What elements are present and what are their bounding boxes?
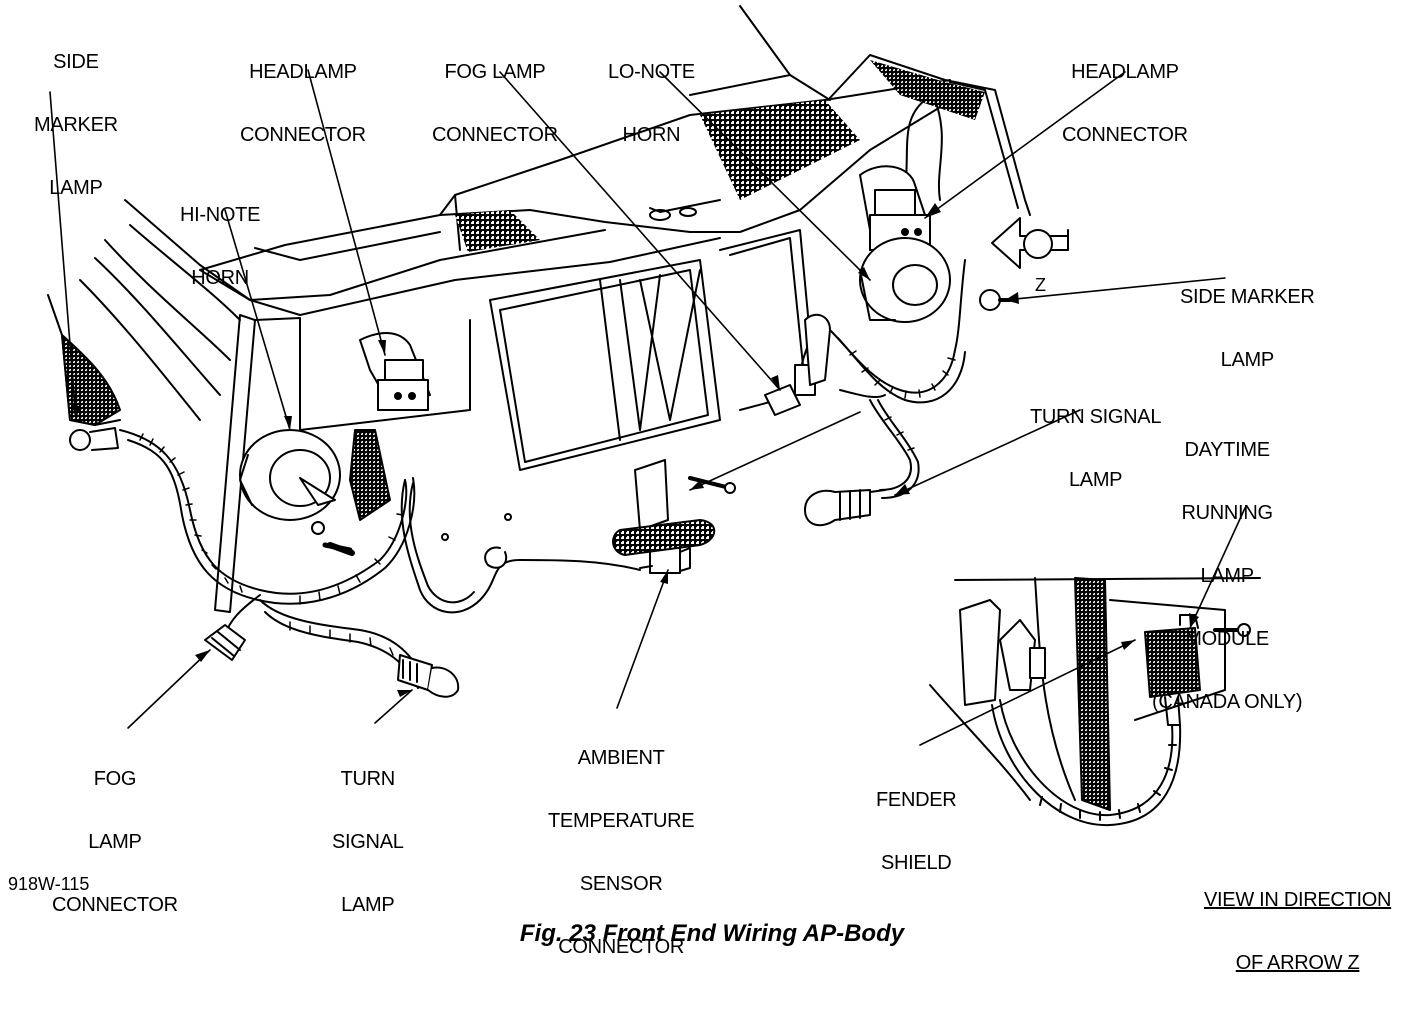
left-marker-lamp-body [62,335,120,425]
label-ambient-temp-sensor: AMBIENT TEMPERATURE SENSOR CONNECTOR [548,706,695,1000]
mount-hole-1 [442,534,448,540]
wiring-diagram: SIDE MARKER LAMP HEADLAMP CONNECTOR FOG … [0,0,1424,974]
label-line: LAMP [1220,349,1275,371]
mount-hole-2 [505,514,511,520]
left-marker-lamp-bulb [70,428,118,450]
label-line: DAYTIME [1184,439,1270,461]
right-turn-signal-lamp [805,490,885,525]
label-line: TURN [340,768,396,790]
label-line: LO-NOTE [608,61,695,83]
fog-lamp-connector-bottom [205,625,245,660]
label-line: TEMPERATURE [548,810,695,832]
hood-shading [455,210,540,252]
label-headlamp-connector-right: HEADLAMP CONNECTOR [1062,20,1188,188]
label-side-marker-lamp-right: SIDE MARKER LAMP [1180,245,1315,413]
leader-arrowheads [72,203,1199,697]
diagram-drawing [0,0,1424,956]
label-line: HEADLAMP [1071,61,1179,83]
label-line: CONNECTOR [558,936,685,958]
arrow-z [992,218,1068,268]
label-line: OF ARROW Z [1235,952,1360,974]
label-line: SIGNAL [332,831,404,853]
label-line: (CANADA ONLY) [1152,691,1303,713]
label-line: SIDE [53,51,99,73]
label-line: MARKER [34,114,118,136]
hood-latch-2 [680,208,696,216]
label-line: SHIELD [880,852,952,874]
label-line: CONNECTOR [240,124,366,146]
label-line: MODULE [1185,628,1269,650]
label-line: LAMP [1068,469,1123,491]
left-turn-signal-lamp [398,655,458,697]
label-turn-signal-lamp-bottom: TURN SIGNAL LAMP [332,727,404,958]
figure-code: 918W-115 [8,874,90,894]
label-line: TURN SIGNAL [1030,406,1162,428]
label-line: HORN [622,124,681,146]
label-headlamp-connector-left: HEADLAMP CONNECTOR [240,20,366,188]
label-line: CONNECTOR [432,124,558,146]
label-line: LAMP [341,894,395,916]
label-drl-module: DAYTIME RUNNING LAMP MODULE (CANADA ONLY… [1152,398,1303,755]
label-line: LAMP [49,177,103,199]
harness-clip [485,547,506,567]
right-marker-lamp-bulb [980,290,1000,310]
harness-wrap-texture [140,351,955,655]
inset-view [930,578,1260,825]
label-line: RUNNING [1181,502,1273,524]
wiring-harness [120,260,965,688]
label-line: HI-NOTE [180,204,261,226]
label-line: FOG [93,768,137,790]
label-lo-note-horn: LO-NOTE HORN [608,20,695,188]
left-headlamp-connector [360,333,430,410]
label-line: VIEW IN DIRECTION [1204,889,1392,911]
leader-lines [50,70,1245,745]
hood-latch [650,210,670,220]
label-hi-note-horn: HI-NOTE HORN [180,163,260,331]
label-line: FENDER [876,789,957,811]
hood-shading-2 [700,100,860,200]
label-line: FOG LAMP [444,61,546,83]
label-fog-lamp-connector-top: FOG LAMP CONNECTOR [432,20,558,188]
label-side-marker-lamp-left: SIDE MARKER LAMP [34,10,118,241]
label-line: CONNECTOR [1062,124,1188,146]
radiator-support [215,200,815,612]
bolt [330,545,352,553]
label-line: Z [1035,275,1046,295]
fender-shading [870,60,985,120]
figure-caption: Fig. 23 Front End Wiring AP-Body [519,920,905,947]
label-line: CONNECTOR [52,894,178,916]
label-line: HEADLAMP [249,61,357,83]
label-line: LAMP [1200,565,1254,587]
center-bracket [613,460,735,555]
right-headlamp-assembly [860,100,950,322]
hi-note-horn [240,430,390,520]
label-line: LAMP [88,831,142,853]
label-line: AMBIENT [577,747,665,769]
label-line: HORN [191,267,249,289]
horn-bolt [312,522,324,534]
label-line: SIDE MARKER [1180,286,1315,308]
label-turn-signal-lamp-right: TURN SIGNAL LAMP [1030,365,1161,533]
label-line: SENSOR [579,873,663,895]
arrow-z-letter: Z [1031,233,1050,338]
hood-outline [200,6,1030,315]
label-fender-shield: FENDER SHIELD [876,748,957,916]
fog-lamp-connector-top [765,315,830,415]
label-fog-lamp-connector-bottom: FOG LAMP CONNECTOR [52,727,178,958]
